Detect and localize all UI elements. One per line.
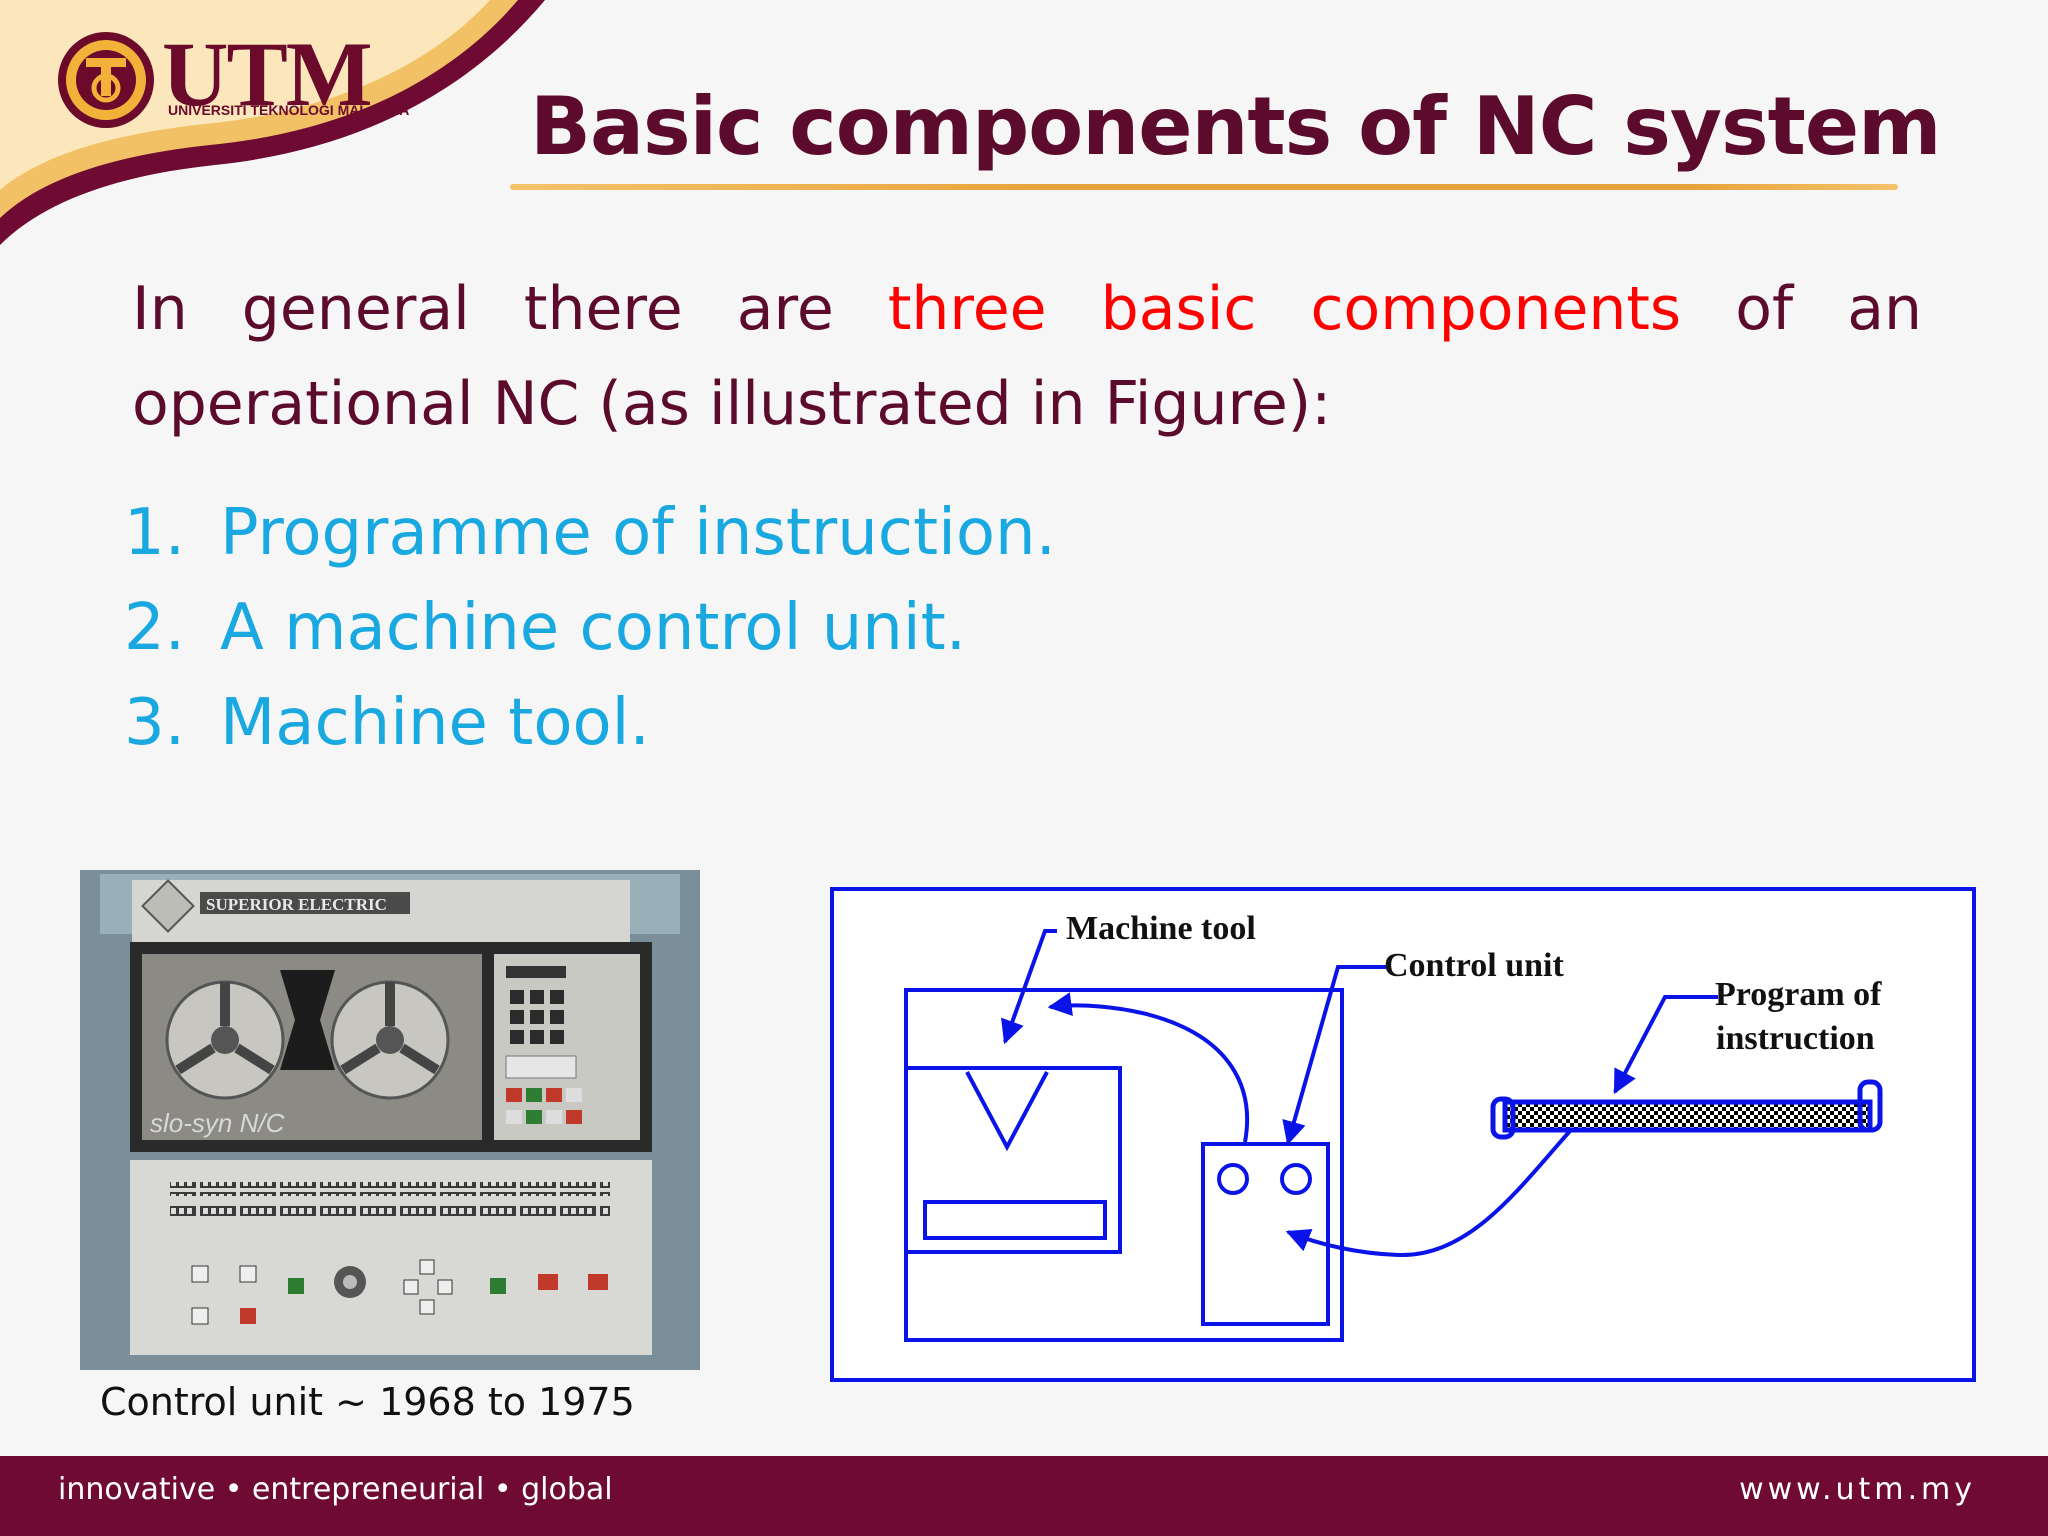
title-underline (510, 184, 1898, 190)
slide-title: Basic components of NC system (530, 80, 1942, 173)
label-program-line1: Program of (1715, 976, 1882, 1013)
list-item: 1. Programme of instruction. (124, 486, 1056, 581)
diagram-drawing (830, 887, 1976, 1382)
logo-wordmark: UTM (162, 23, 373, 125)
control-unit-photo: SUPERIOR ELECTRIC slo-syn N/C (80, 870, 700, 1370)
photo-model-text: slo-syn N/C (150, 1108, 285, 1138)
footer-url: www.utm.my (1739, 1472, 1976, 1507)
list-text: Machine tool. (220, 686, 650, 760)
intro-text-before: In general there are (132, 274, 888, 344)
footer-bar: innovative • entrepreneurial • global ww… (0, 1456, 2048, 1536)
intro-paragraph: In general there are three basic compone… (132, 262, 1922, 452)
label-machine-tool: Machine tool (1066, 910, 1256, 947)
list-number: 1. (124, 496, 186, 570)
list-item: 2. A machine control unit. (124, 581, 1056, 676)
list-text: Programme of instruction. (220, 496, 1056, 570)
label-control-unit: Control unit (1384, 947, 1564, 984)
label-program-line2: instruction (1716, 1020, 1875, 1057)
utm-logo: UTM UNIVERSITI TEKNOLOGI MALAYSIA (56, 23, 409, 140)
footer-tagline: innovative • entrepreneurial • global (58, 1472, 613, 1507)
intro-highlight: three basic components (887, 274, 1682, 344)
list-text: A machine control unit. (220, 591, 967, 665)
photo-brand-text: SUPERIOR ELECTRIC (206, 895, 387, 914)
utm-crest-icon (58, 32, 154, 128)
list-number: 2. (124, 591, 186, 665)
list-item: 3. Machine tool. (124, 676, 1056, 771)
components-list: 1. Programme of instruction. 2. A machine … (124, 486, 1056, 771)
list-number: 3. (124, 686, 186, 760)
logo-subtext: UNIVERSITI TEKNOLOGI MALAYSIA (168, 102, 410, 118)
nc-system-diagram: Machine tool Control unit Program of ins… (830, 887, 1976, 1382)
intro-text-after: of an operational NC (as illustrated in … (132, 274, 1922, 439)
photo-caption: Control unit ~ 1968 to 1975 (100, 1380, 635, 1424)
